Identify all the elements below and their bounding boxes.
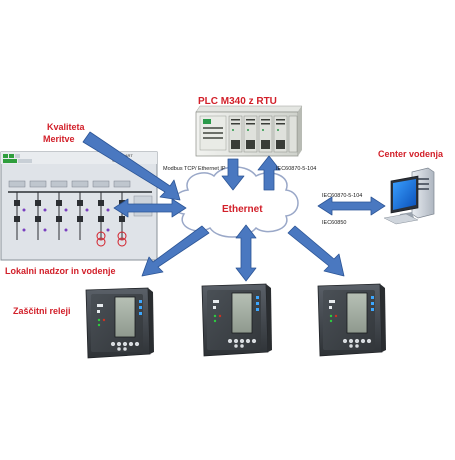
cloud-relay-center-arrow [235, 224, 257, 282]
plc-to-cloud-arrow [221, 158, 245, 191]
protection-relay-icon [85, 283, 386, 359]
ethernet-label: Ethernet [222, 204, 263, 215]
kvaliteta-to-cloud-arrow [82, 131, 181, 201]
relay-center [201, 283, 272, 357]
plc-title: PLC M340 z RTU [198, 96, 277, 107]
cloud-to-relay-left-arrow [141, 225, 210, 277]
kvaliteta-label-line1: Kvaliteta [47, 122, 86, 132]
lokalni-label: Lokalni nadzor in vodenje [5, 266, 116, 276]
center-iec850-label: IEC60850 [322, 220, 346, 226]
kvaliteta-label-line2: Meritve [43, 134, 75, 144]
center-iec104-label: IEC60870-5-104 [322, 193, 362, 199]
scada-cloud-arrow [113, 198, 187, 218]
cloud-computer-arrow [317, 196, 386, 216]
cloud-to-plc-arrow [257, 155, 281, 191]
relay-left [85, 287, 154, 359]
plc-iec104-label: IEC60870-5-104 [276, 166, 316, 172]
center-label: Center vodenja [378, 149, 444, 159]
plc-rack-icon [195, 105, 303, 157]
zascitni-label: Zaščitni releji [13, 306, 71, 316]
relay-right [317, 283, 386, 357]
computer-icon [383, 167, 435, 225]
cloud-to-relay-right-arrow [287, 225, 345, 277]
modbus-label: Modbus TCP/ Ethernet IP [163, 166, 226, 172]
